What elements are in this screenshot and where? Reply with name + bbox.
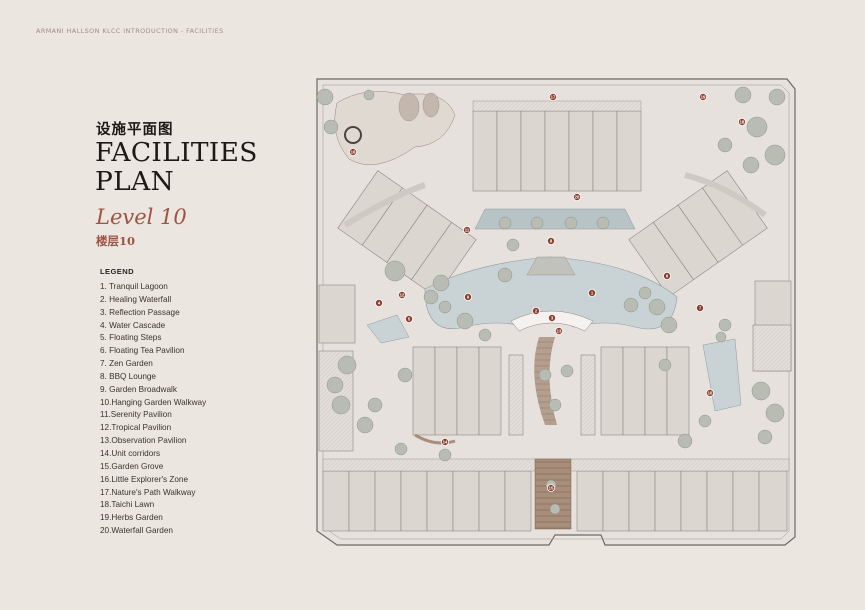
legend-title: LEGEND	[100, 267, 135, 276]
legend-item: 5. Floating Steps	[100, 333, 162, 343]
svg-text:1: 1	[591, 291, 594, 296]
legend-item: 10.Hanging Garden Walkway	[100, 397, 207, 407]
svg-text:20: 20	[575, 195, 580, 200]
svg-text:18: 18	[740, 120, 745, 125]
marker-13: 13	[554, 326, 563, 335]
marker-14: 14	[440, 437, 449, 446]
legend-item: 12.Tropical Pavilion	[100, 423, 172, 433]
greenery	[316, 86, 786, 515]
level-title-chinese: 楼层10	[96, 234, 136, 248]
marker-10: 10	[705, 388, 714, 397]
svg-text:14: 14	[443, 440, 448, 445]
marker-6: 6	[662, 271, 671, 280]
title-line-1: FACILITIES	[95, 137, 258, 168]
svg-text:6: 6	[666, 274, 669, 279]
marker-18: 18	[737, 118, 746, 127]
svg-text:7: 7	[699, 306, 702, 311]
legend-item: 15.Garden Grove	[100, 461, 164, 471]
svg-text:12: 12	[400, 293, 405, 298]
legend-item: 4. Water Cascade	[100, 320, 166, 330]
svg-text:10: 10	[708, 391, 713, 396]
marker-15: 15	[546, 483, 555, 492]
svg-text:5: 5	[408, 317, 411, 322]
page-header: ARMANI HALLSON KLCC INTRODUCTION - FACIL…	[36, 27, 224, 35]
svg-text:19: 19	[701, 95, 706, 100]
svg-text:16: 16	[351, 150, 356, 155]
legend-item: 13.Observation Pavilion	[100, 436, 187, 446]
plan-markers: 1 2 3 4 5 6 7 8 9 10 11 12 13 14 15 16 1…	[349, 92, 746, 492]
svg-text:13: 13	[557, 329, 562, 334]
marker-3: 3	[547, 313, 556, 322]
top-unit-row	[472, 110, 642, 192]
middle-left-units	[412, 346, 524, 436]
marker-19: 19	[698, 92, 707, 101]
marker-16: 16	[349, 148, 358, 157]
legend-item: 9. Garden Broadwalk	[100, 384, 177, 394]
legend-item: 14.Unit corridors	[100, 448, 161, 458]
marker-2: 2	[531, 306, 540, 315]
legend-item: 7. Zen Garden	[100, 359, 153, 369]
bottom-unit-row	[322, 470, 788, 532]
marker-8: 8	[546, 236, 555, 245]
svg-text:2: 2	[535, 309, 538, 314]
title-line-2: PLAN	[95, 166, 174, 197]
marker-1: 1	[587, 288, 596, 297]
marker-5: 5	[405, 314, 414, 323]
legend-item: 19.Herbs Garden	[100, 513, 163, 523]
marker-12: 12	[398, 290, 407, 299]
legend-item: 17.Nature's Path Walkway	[100, 487, 196, 497]
legend-item: 2. Healing Waterfall	[100, 294, 172, 304]
legend-item: 6. Floating Tea Pavilion	[100, 346, 185, 356]
marker-9: 9	[463, 292, 472, 301]
marker-20: 20	[572, 193, 581, 202]
svg-text:9: 9	[467, 295, 470, 300]
legend-item: 1. Tranquil Lagoon	[100, 282, 168, 291]
title-chinese: 设施平面图	[96, 122, 174, 138]
svg-text:8: 8	[550, 239, 553, 244]
facilities-floor-plan: 1 2 3 4 5 6 7 8 9 10 11 12 13 14 15 16 1…	[305, 75, 800, 550]
floor-plan-drawing: 1 2 3 4 5 6 7 8 9 10 11 12 13 14 15 16 1…	[316, 78, 796, 546]
svg-text:15: 15	[549, 486, 554, 491]
legend-item: 20.Waterfall Garden	[100, 526, 173, 536]
svg-text:11: 11	[465, 228, 470, 233]
upper-left-wing	[337, 170, 477, 298]
level-title: Level 10	[96, 205, 187, 229]
legend-item: 18.Taichi Lawn	[100, 500, 155, 510]
svg-text:17: 17	[551, 95, 556, 100]
middle-right-units	[580, 346, 690, 436]
svg-text:3: 3	[551, 316, 554, 321]
legend-item: 8. BBQ Lounge	[100, 371, 156, 381]
legend-item: 16.Little Explorer's Zone	[100, 474, 189, 484]
legend-item: 3. Reflection Passage	[100, 307, 180, 317]
marker-17: 17	[548, 92, 557, 101]
marker-11: 11	[462, 225, 471, 234]
marker-7: 7	[695, 303, 704, 312]
legend-list: 1. Tranquil Lagoon 2. Healing Waterfall …	[100, 281, 206, 538]
legend-item: 11.Serenity Pavilion	[100, 410, 172, 420]
marker-4: 4	[375, 298, 384, 307]
garden-grove-deck	[534, 458, 572, 530]
svg-text:4: 4	[378, 301, 381, 306]
